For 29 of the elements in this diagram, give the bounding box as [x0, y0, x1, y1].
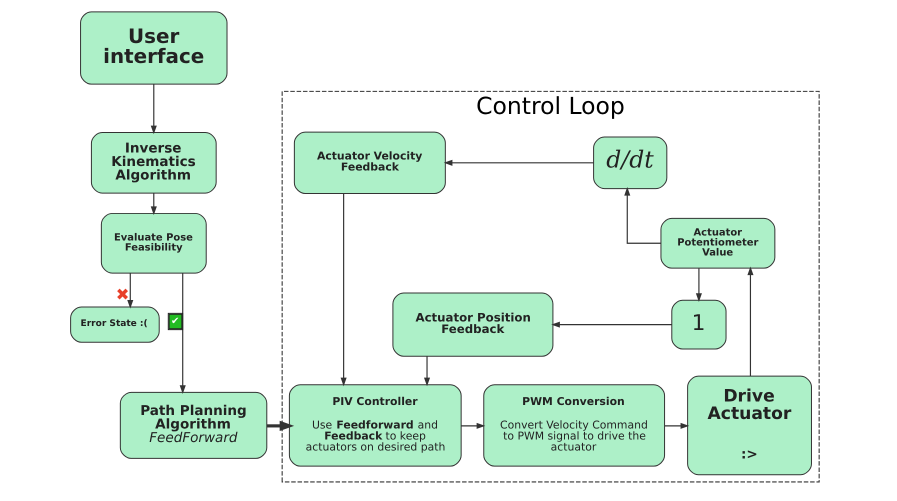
node-box: Actuator Velocity Feedback	[294, 132, 446, 194]
node-box: d/dt	[593, 136, 668, 190]
arrow	[551, 322, 672, 328]
node-box: Error State :(	[70, 306, 160, 343]
node-box: Evaluate Pose Feasibility	[100, 212, 207, 274]
arrow	[266, 420, 294, 431]
node-box: Drive Actuator :>	[687, 376, 812, 476]
node-box: Inverse Kinematics Algorithm	[90, 132, 217, 194]
arrow	[180, 273, 186, 394]
arrow	[664, 422, 690, 429]
node-box: Actuator Position Feedback	[392, 292, 554, 357]
node-box: User interface	[80, 11, 228, 85]
arrow	[127, 273, 134, 309]
arrow	[747, 266, 754, 376]
node-box: Actuator Potentiometer Value	[660, 218, 776, 269]
arrow	[150, 193, 157, 216]
arrow	[150, 84, 157, 134]
arrow	[340, 194, 347, 386]
node-box: PWM Conversion Convert Velocity Command to PWM signal to drive the actuator	[483, 384, 666, 467]
node-box: Path Planning Algorithm FeedForward	[120, 392, 268, 459]
node-box: 1	[671, 300, 727, 350]
arrow	[624, 186, 661, 244]
arrow	[424, 356, 430, 386]
node-box: PIV Controller Use Feedforward and Feedback to keep actuators on desired path	[288, 384, 462, 467]
arrow	[461, 422, 486, 429]
arrow	[444, 160, 594, 166]
edge-label: ✖	[116, 284, 130, 304]
arrow	[696, 268, 702, 302]
edge-label: ✔	[170, 316, 180, 328]
